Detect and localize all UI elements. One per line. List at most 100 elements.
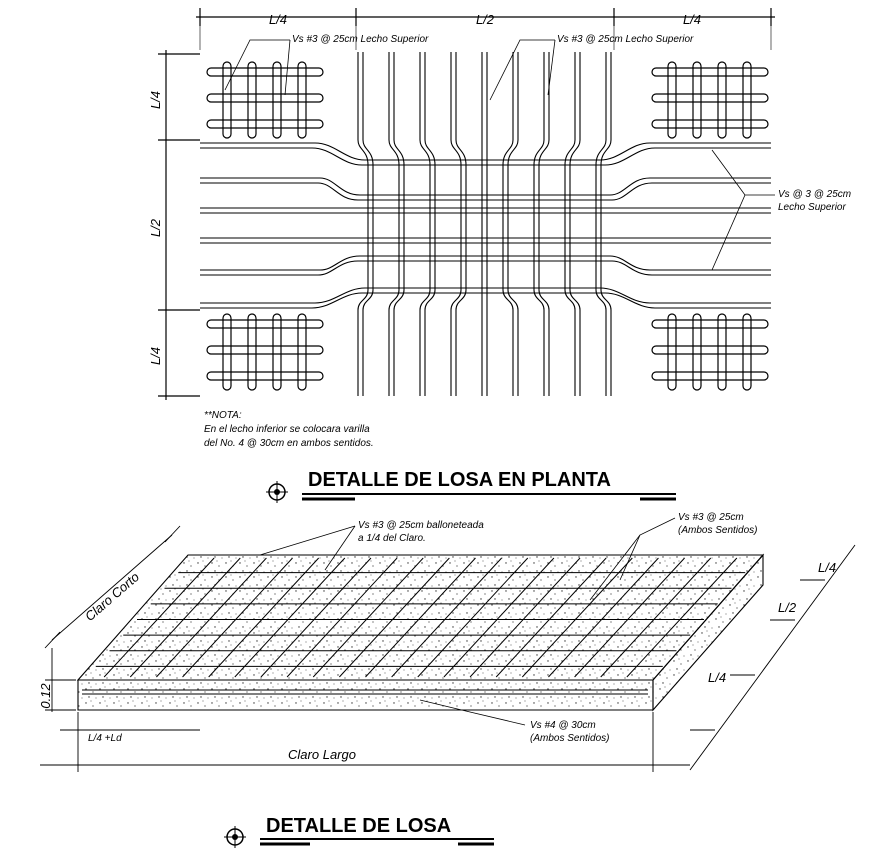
mat-horizontal-bar [206, 67, 324, 77]
mat-vertical-bar [222, 61, 232, 139]
top-dimension [196, 8, 775, 50]
mat-vertical-bar [742, 61, 752, 139]
mat-horizontal-bar [651, 319, 769, 329]
note-title: **NOTA: [204, 410, 242, 421]
dim-left-top: L/4 [148, 91, 163, 109]
mat-vertical-bar [272, 61, 282, 139]
iso-title: DETALLE DE LOSA [266, 815, 451, 837]
iso-trans-bar [469, 557, 581, 678]
mat-vertical-bar [717, 313, 727, 391]
iso-dimensions [40, 525, 856, 772]
iso-trans-bar [103, 557, 215, 678]
plan-leaders [224, 39, 775, 271]
plan-label-b: Vs #3 @ 25cm Lecho Superior [557, 34, 694, 45]
iso-trans-bar [600, 557, 712, 678]
iso-label-a2: a 1/4 del Claro. [358, 533, 426, 544]
plan-vertical-bar [455, 52, 467, 396]
plan-vertical-bar [502, 52, 514, 396]
mat-vertical-bar [667, 313, 677, 391]
mat-vertical-bar [272, 313, 282, 391]
mat-vertical-bar [222, 313, 232, 391]
plan-dimension-labels: L/4 L/2 L/4 L/4 L/2 L/4 [148, 12, 701, 365]
mat-vertical-bar [297, 61, 307, 139]
iso-label-b2: (Ambos Sentidos) [678, 525, 757, 536]
plan-vertical-bar [600, 52, 612, 396]
mat-vertical-bar [247, 313, 257, 391]
iso-trans-bar [391, 557, 503, 678]
plan-title: DETALLE DE LOSA EN PLANTA [308, 469, 611, 491]
plan-vertical-bar [595, 52, 607, 396]
iso-dim-r2: L/2 [778, 600, 797, 615]
mat-vertical-bar [667, 61, 677, 139]
mat-vertical-bar [297, 313, 307, 391]
slab-side-face [652, 553, 764, 712]
plan-label-a: Vs #3 @ 25cm Lecho Superior [292, 34, 429, 45]
plan-vertical-bar [388, 52, 400, 396]
mat-horizontal-bar [651, 93, 769, 103]
iso-trans-bar [156, 557, 267, 678]
plan-vertical-bar [419, 52, 431, 396]
plan-vertical-bar [569, 52, 581, 396]
iso-trans-bar [234, 557, 346, 678]
plan-label-c2: Lecho Superior [778, 202, 846, 213]
mat-vertical-bar [742, 313, 752, 391]
plan-vertical-bar [450, 52, 462, 396]
plan-vertical-bar [362, 52, 374, 396]
plan-vertical-bar [507, 52, 519, 396]
slab-front-face [77, 679, 654, 711]
iso-dim-r3: L/4 [708, 670, 726, 685]
mat-vertical-bar [247, 61, 257, 139]
iso-trans-bar [417, 557, 529, 678]
dim-top-left: L/4 [269, 12, 287, 27]
corner-mat-bottom-left [206, 313, 324, 391]
iso-rebar-grid [95, 557, 746, 678]
iso-trans-bar [338, 557, 450, 678]
plan-vertical-bar [533, 52, 545, 396]
vertical-bars [357, 52, 612, 396]
iso-trans-bar [365, 557, 476, 678]
iso-trans-bar [495, 557, 607, 678]
corner-mat-top-left [206, 61, 324, 139]
iso-title-block: DETALLE DE LOSA [224, 815, 494, 848]
mat-horizontal-bar [651, 119, 769, 129]
mat-horizontal-bar [651, 371, 769, 381]
corner-mat-top-right [651, 61, 769, 139]
iso-label-a1: Vs #3 @ 25cm balloneteada [358, 520, 484, 531]
plan-vertical-bar [357, 52, 369, 396]
iso-label-b1: Vs #3 @ 25cm [678, 512, 744, 523]
corner-mat-bottom-right [651, 313, 769, 391]
iso-trans-bar [626, 557, 738, 678]
iso-trans-bar [129, 557, 241, 678]
iso-trans-bar [443, 557, 555, 678]
dim-top-mid: L/2 [476, 12, 495, 27]
dim-left-bot: L/4 [148, 347, 163, 365]
iso-trans-bar [208, 557, 320, 678]
iso-claro-largo: Claro Largo [288, 747, 356, 762]
plan-label-c1: Vs @ 3 @ 25cm [778, 189, 851, 200]
plan-vertical-bar [564, 52, 576, 396]
iso-trans-bar [574, 557, 685, 678]
iso-trans-bar [286, 557, 398, 678]
mat-horizontal-bar [206, 345, 324, 355]
dim-top-right: L/4 [683, 12, 701, 27]
iso-leaders [259, 517, 676, 726]
dim-left-mid: L/2 [148, 218, 163, 237]
iso-claro-corto: Claro Corto [82, 569, 142, 624]
mat-horizontal-bar [651, 67, 769, 77]
plan-vertical-bar [538, 52, 550, 396]
iso-label-c2: (Ambos Sentidos) [530, 733, 609, 744]
mat-vertical-bar [717, 61, 727, 139]
plan-title-block: DETALLE DE LOSA EN PLANTA [266, 469, 676, 503]
plan-view [158, 8, 775, 400]
iso-dim-r1: L/4 [818, 560, 836, 575]
isometric-view [40, 517, 856, 772]
mat-vertical-bar [692, 313, 702, 391]
mat-vertical-bar [692, 61, 702, 139]
iso-thickness: 0.12 [38, 683, 53, 709]
iso-trans-bar [312, 557, 424, 678]
mat-horizontal-bar [206, 93, 324, 103]
iso-ld: L/4 +Ld [88, 733, 122, 744]
horizontal-bars [200, 142, 771, 309]
mat-horizontal-bar [206, 319, 324, 329]
